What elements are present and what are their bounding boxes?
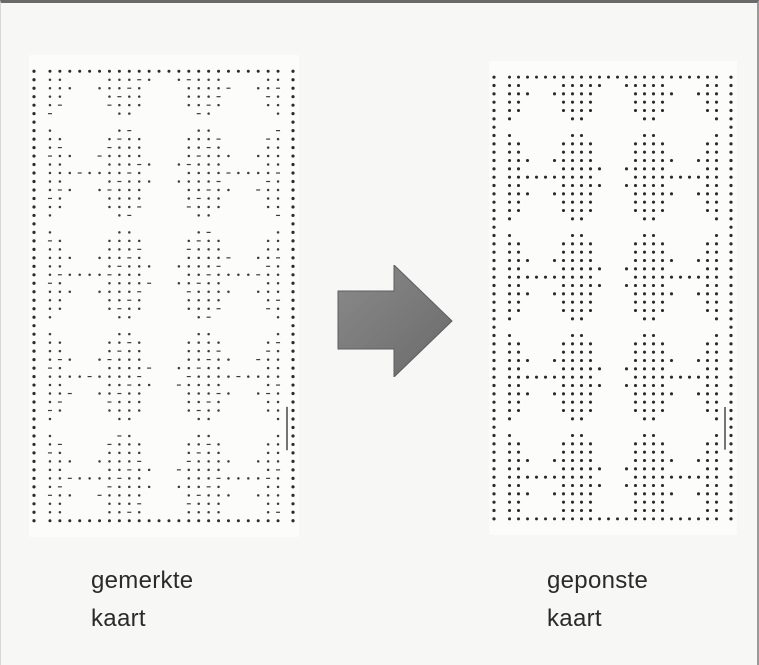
- right-arrow-icon: [337, 265, 453, 377]
- marked-card-pattern: [32, 69, 295, 523]
- marked-card-caption-line1: gemerkte: [91, 567, 194, 594]
- punched-card: [489, 61, 737, 535]
- marked-punch-card: [29, 55, 299, 537]
- marked-card-caption: gemerkte kaart: [91, 562, 193, 638]
- punched-card-caption-line1: geponste: [547, 567, 649, 594]
- punched-card-pattern: [492, 75, 733, 521]
- punched-card-caption: geponste kaart: [547, 562, 648, 638]
- marked-card-caption-line2: kaart: [91, 605, 146, 632]
- punched-card-caption-line2: kaart: [547, 605, 602, 632]
